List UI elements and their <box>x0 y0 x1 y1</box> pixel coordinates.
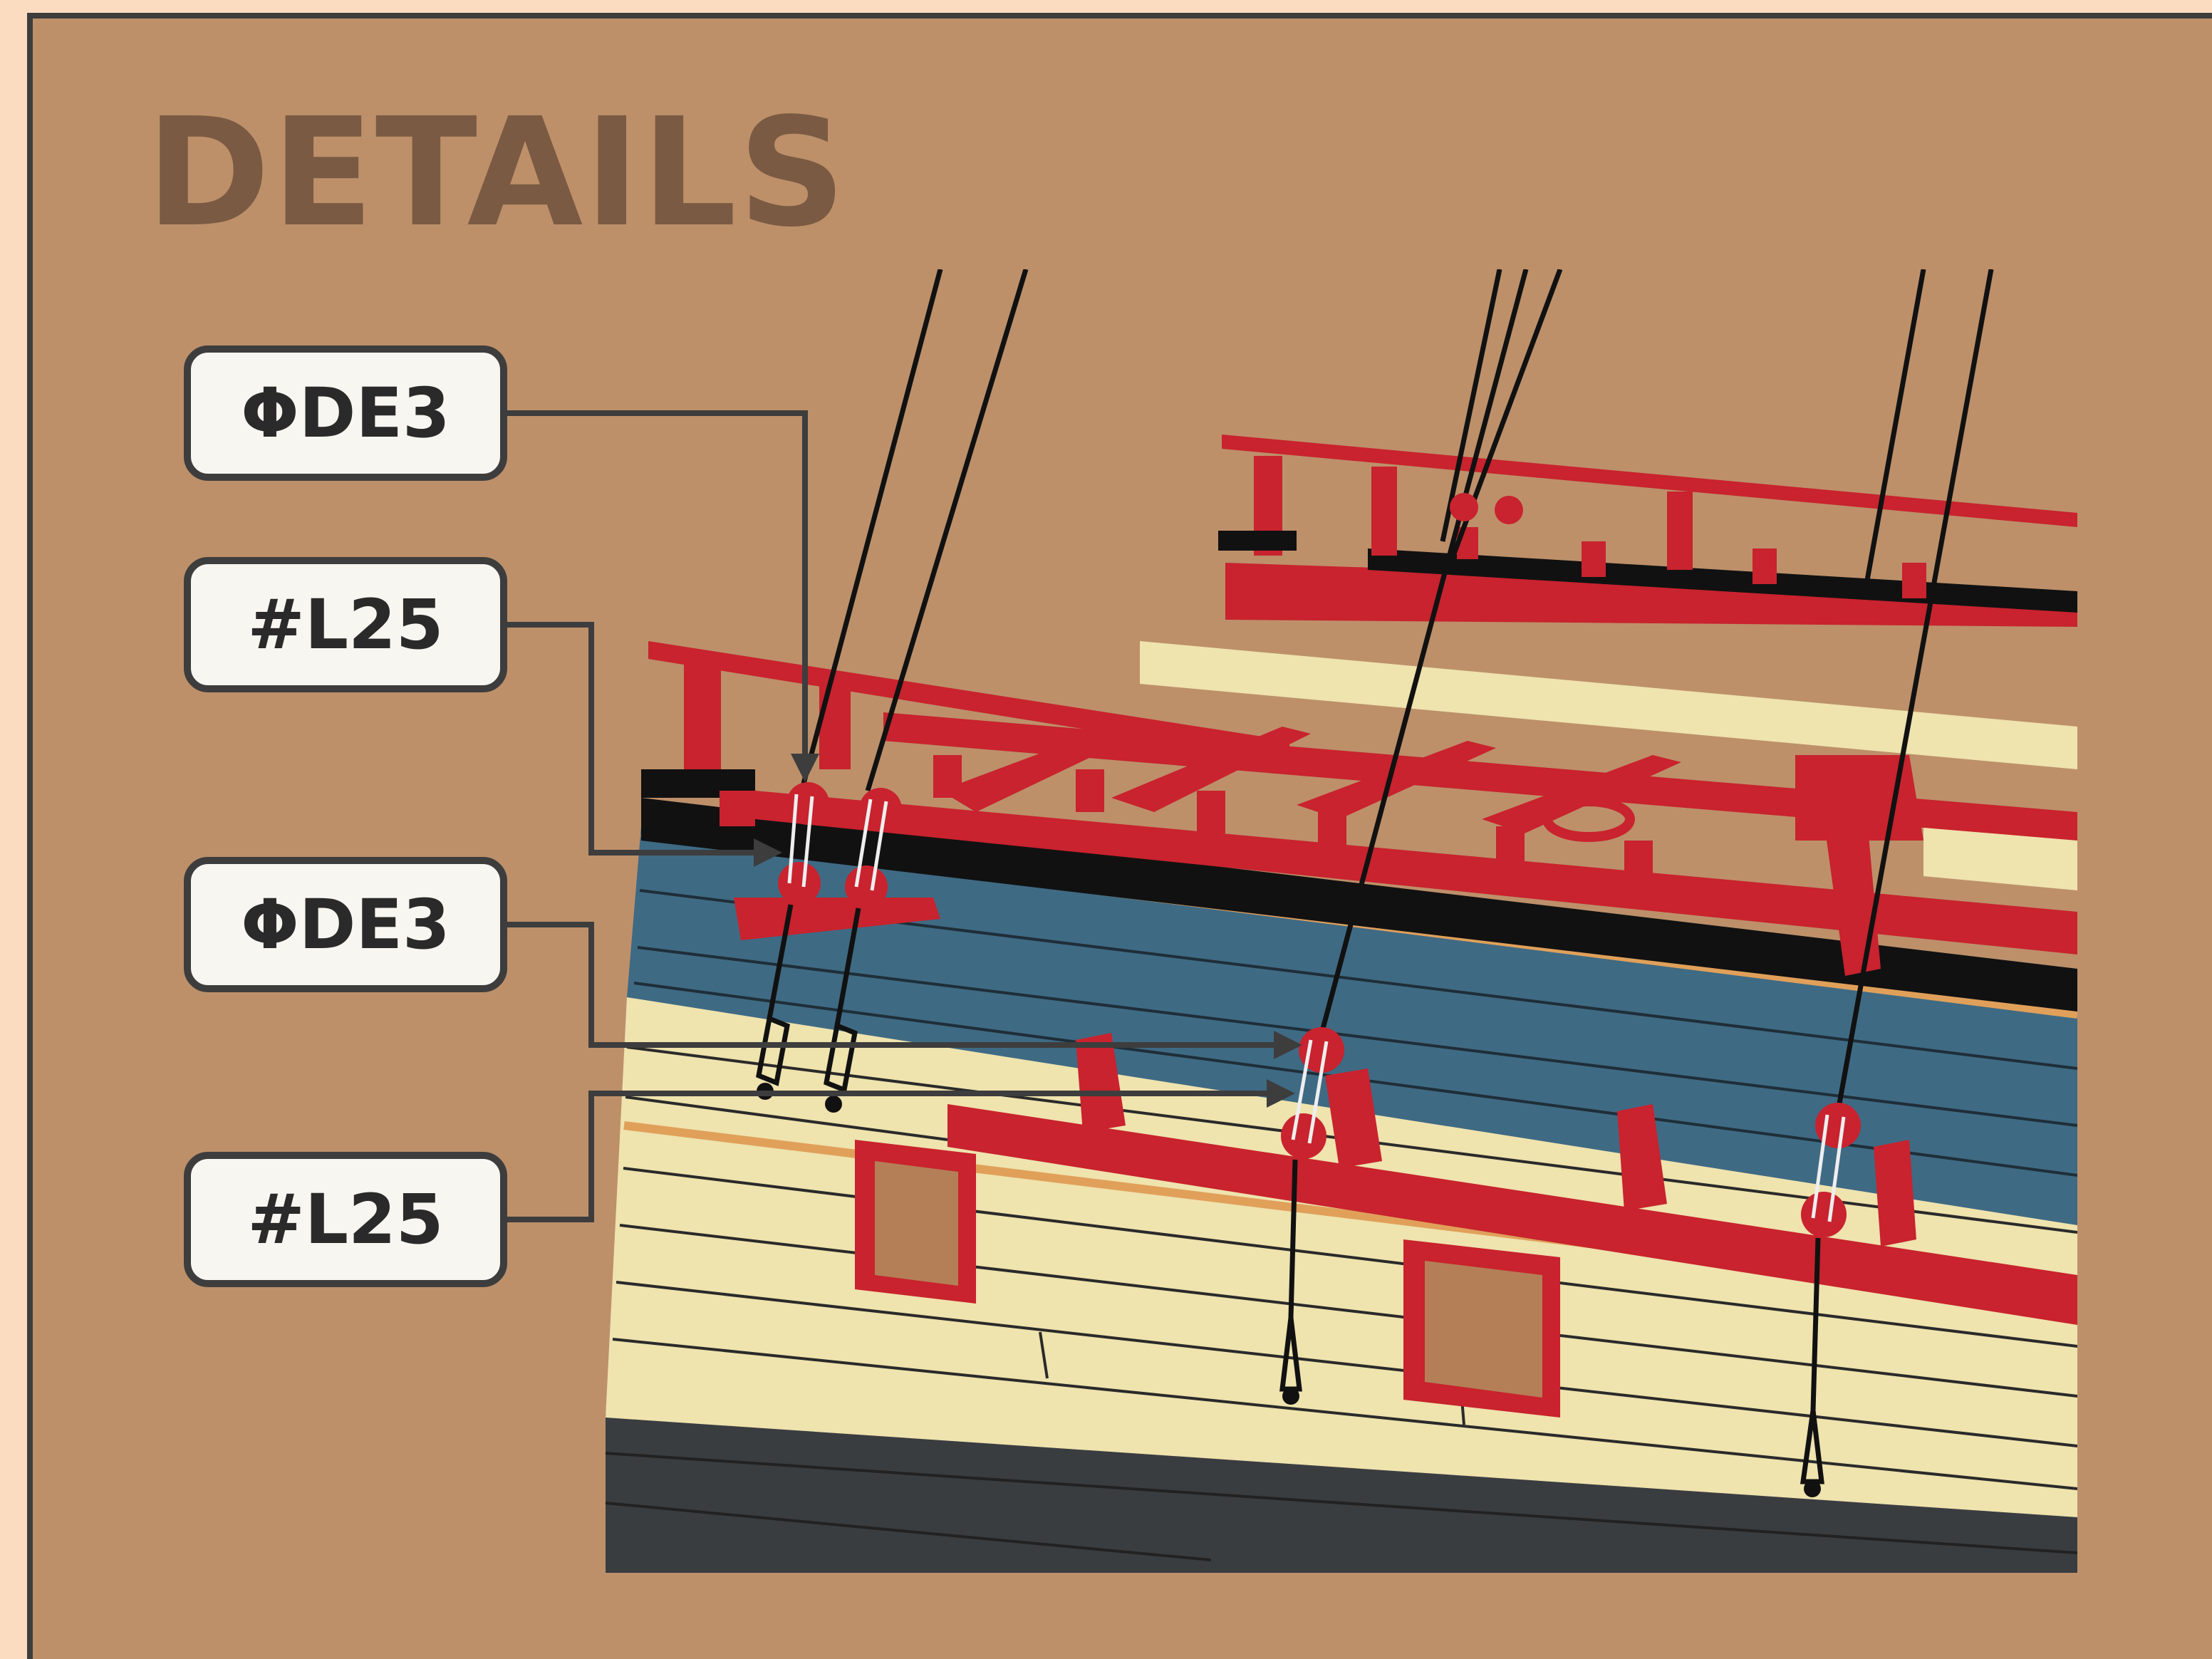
callout-label: #L25 <box>184 557 507 692</box>
leader-1 <box>507 413 805 776</box>
callout-label: #L25 <box>184 1152 507 1287</box>
deadeye-icon <box>1450 493 1523 524</box>
callout-label: ΦDE3 <box>184 857 507 992</box>
callout-label: ΦDE3 <box>184 345 507 481</box>
